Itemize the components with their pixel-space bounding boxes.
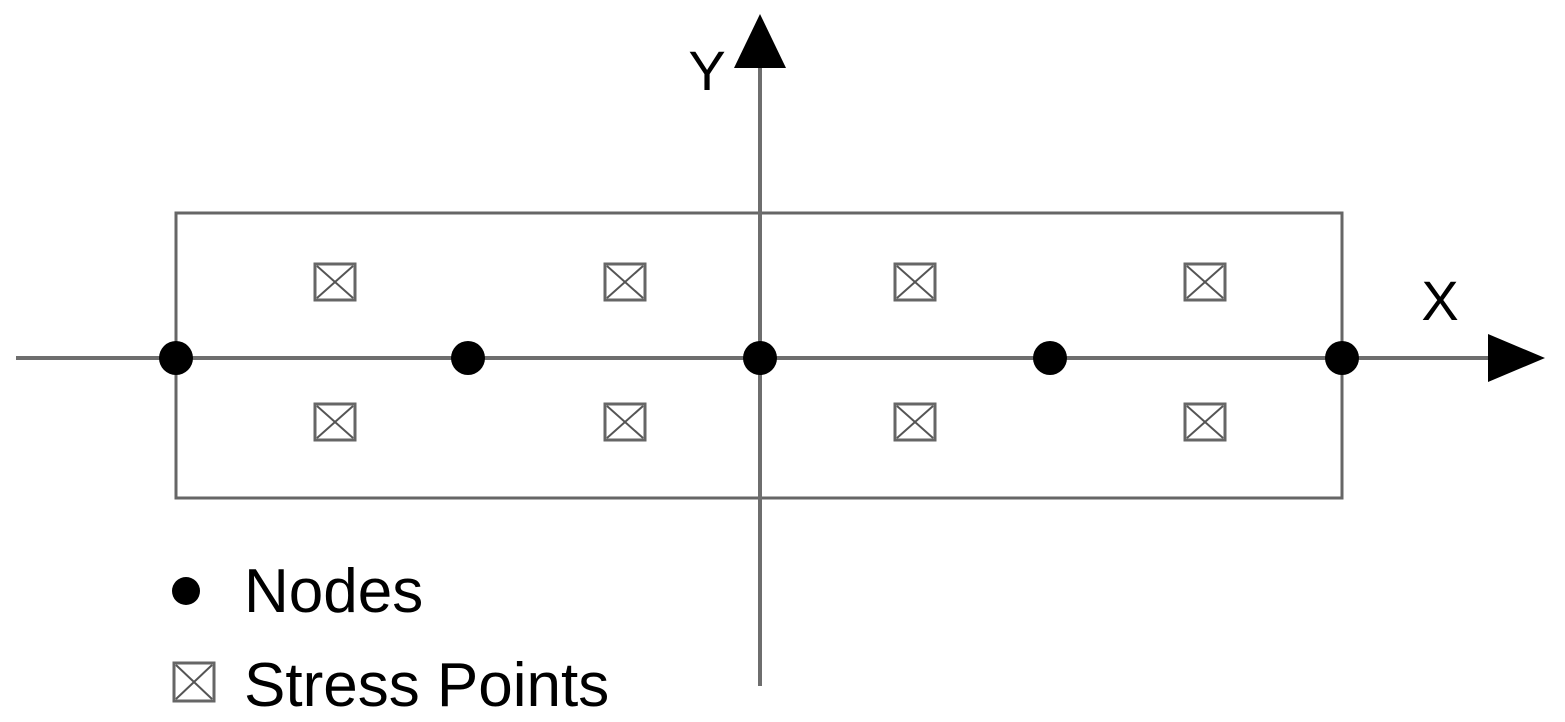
legend-item-nodes: Nodes bbox=[172, 557, 423, 626]
stress-point-marker bbox=[603, 402, 647, 442]
stress-point-marker bbox=[313, 262, 357, 302]
legend-stress-point-icon bbox=[172, 661, 216, 703]
node-marker bbox=[1033, 341, 1067, 375]
stress-point-marker bbox=[313, 402, 357, 442]
legend-label-nodes: Nodes bbox=[244, 557, 423, 626]
stress-point-marker bbox=[893, 262, 937, 302]
stress-point-marker bbox=[1183, 402, 1227, 442]
y-axis-arrowhead bbox=[734, 14, 786, 68]
x-axis-arrowhead bbox=[1488, 334, 1545, 382]
legend-item-stress-points: Stress Points bbox=[172, 651, 609, 720]
node-marker bbox=[451, 341, 485, 375]
node-marker-group bbox=[159, 341, 1359, 375]
legend: Nodes Stress Points bbox=[172, 557, 609, 720]
stress-point-marker bbox=[1183, 262, 1227, 302]
legend-label-stress-points: Stress Points bbox=[244, 651, 609, 720]
stress-point-marker bbox=[893, 402, 937, 442]
stress-point-row-upper bbox=[313, 262, 1227, 302]
x-axis-label: X bbox=[1421, 269, 1458, 332]
y-axis-label: Y bbox=[688, 39, 725, 102]
legend-node-icon bbox=[172, 577, 200, 605]
node-marker bbox=[1325, 341, 1359, 375]
stress-point-marker bbox=[603, 262, 647, 302]
stress-point-row-lower bbox=[313, 402, 1227, 442]
node-marker bbox=[743, 341, 777, 375]
node-marker bbox=[159, 341, 193, 375]
